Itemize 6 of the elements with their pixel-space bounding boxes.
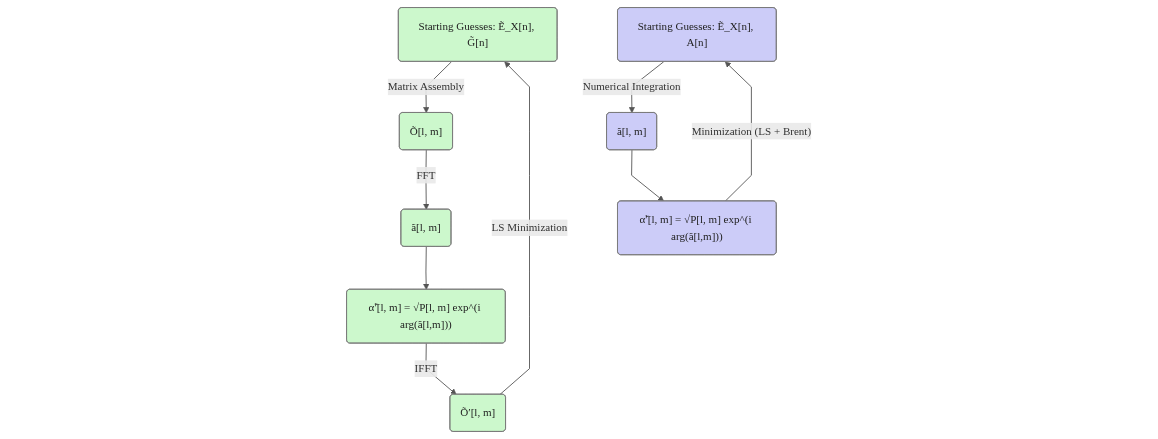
edge-label: LS Minimization [491, 221, 568, 234]
edge-label: IFFT [414, 362, 438, 375]
edge-label: FFT [416, 169, 436, 181]
edge-label: Numerical Integration [582, 80, 681, 93]
edge-label: Minimization (LS + Brent) [691, 124, 812, 137]
edge-label: Matrix Assembly [387, 80, 465, 93]
